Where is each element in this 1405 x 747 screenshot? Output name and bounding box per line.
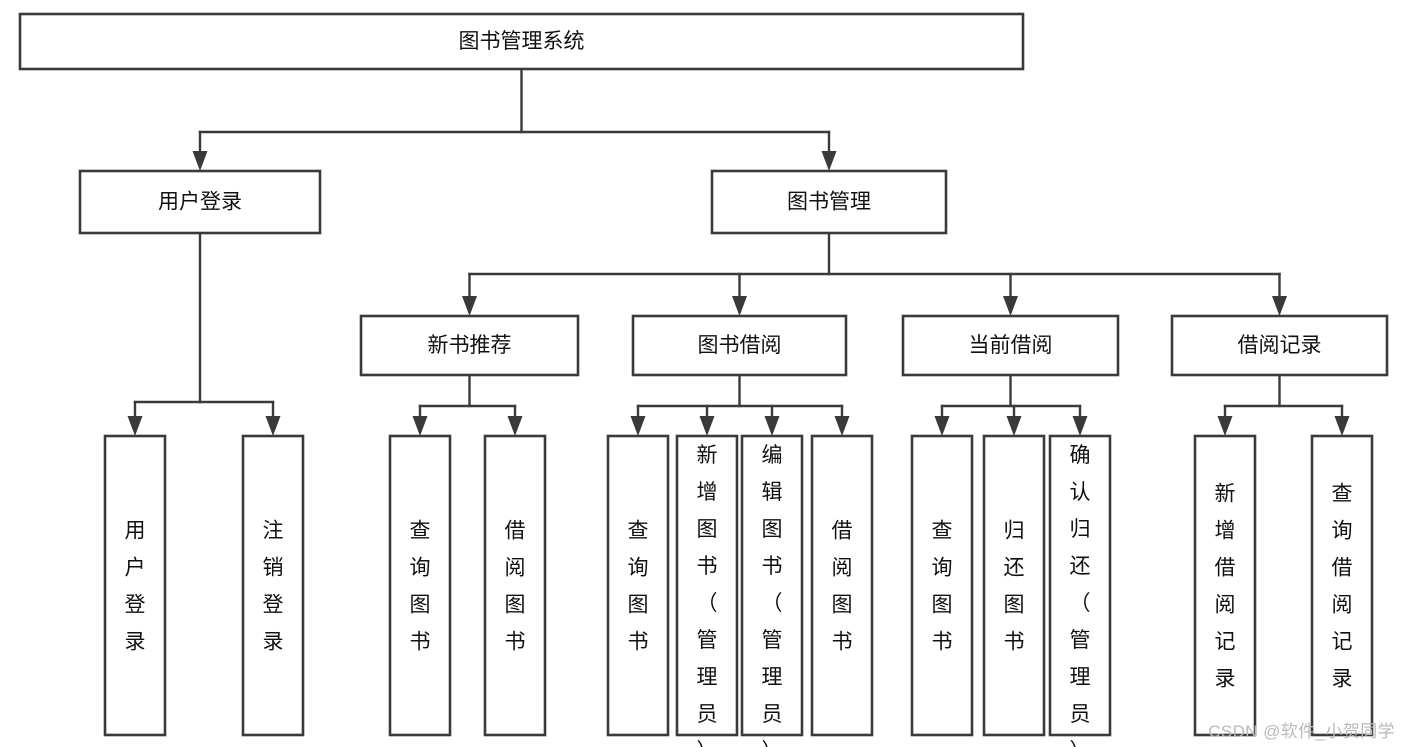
node-box[interactable] <box>103 434 167 737</box>
arrow-head-icon <box>834 416 850 436</box>
node-label: 新书推荐 <box>428 334 512 357</box>
node-box[interactable] <box>1048 434 1112 737</box>
arrow-head-icon <box>934 416 950 436</box>
node-label: 图书管理系统 <box>459 30 585 53</box>
node-label: 新增图书（管理员） <box>697 444 718 747</box>
node-leaf-return-book[interactable]: 归还图书 <box>982 434 1046 737</box>
arrow-head-icon <box>1006 416 1022 436</box>
node-current-borrow[interactable]: 当前借阅 <box>901 314 1120 377</box>
node-label: 归还图书 <box>1004 520 1025 654</box>
node-leaf-user-logout[interactable]: 注销登录 <box>241 434 305 737</box>
node-label: 查询图书 <box>932 520 953 654</box>
node-label: 查询借阅记录 <box>1332 483 1353 691</box>
node-leaf-add-book[interactable]: 新增图书（管理员） <box>675 434 739 747</box>
node-label: 借阅图书 <box>832 520 853 654</box>
node-box[interactable] <box>982 434 1046 737</box>
node-label: 确认归还（管理员） <box>1070 444 1091 747</box>
node-book-borrow[interactable]: 图书借阅 <box>631 314 848 377</box>
node-leaf-borrow-book-1[interactable]: 借阅图书 <box>483 434 547 737</box>
edge-group-book-borrow <box>630 373 850 436</box>
node-layer: 图书管理系统用户登录图书管理新书推荐图书借阅当前借阅借阅记录用户登录注销登录查询… <box>18 12 1389 747</box>
edge-group-book-manage <box>462 231 1287 316</box>
edge-group-current-borrow <box>934 373 1088 436</box>
node-leaf-add-record[interactable]: 新增借阅记录 <box>1193 434 1257 737</box>
node-label: 新增借阅记录 <box>1215 483 1236 691</box>
node-root[interactable]: 图书管理系统 <box>18 12 1025 71</box>
node-leaf-query-book-3[interactable]: 查询图书 <box>910 434 974 737</box>
arrow-head-icon <box>630 416 646 436</box>
node-user-login[interactable]: 用户登录 <box>78 169 322 235</box>
edge-group-new-book-rec <box>412 373 523 436</box>
arrow-head-icon <box>699 416 715 436</box>
node-label: 查询图书 <box>628 520 649 654</box>
node-box[interactable] <box>1170 314 1389 377</box>
node-box[interactable] <box>710 169 948 235</box>
node-label: 图书管理 <box>787 191 871 214</box>
edge-group-borrow-record <box>1217 373 1350 436</box>
edge-group-user-login <box>127 231 281 436</box>
node-box[interactable] <box>241 434 305 737</box>
arrow-head-icon <box>412 416 428 436</box>
arrow-head-icon <box>1072 416 1088 436</box>
arrow-head-icon <box>1003 296 1018 316</box>
node-box[interactable] <box>810 434 874 737</box>
node-box[interactable] <box>675 434 739 737</box>
node-leaf-borrow-book-2[interactable]: 借阅图书 <box>810 434 874 737</box>
node-box[interactable] <box>910 434 974 737</box>
node-box[interactable] <box>1193 434 1257 737</box>
connector-layer <box>127 67 1350 436</box>
node-box[interactable] <box>78 169 322 235</box>
node-book-manage[interactable]: 图书管理 <box>710 169 948 235</box>
node-label: 借阅图书 <box>505 520 526 654</box>
csdn-watermark: CSDN @软件_小贺同学 <box>1208 722 1395 741</box>
node-label: 编辑图书（管理员） <box>762 444 783 747</box>
arrow-head-icon <box>1334 416 1350 436</box>
node-label: 用户登录 <box>125 520 146 654</box>
node-leaf-user-login[interactable]: 用户登录 <box>103 434 167 737</box>
edge-group-root <box>192 67 837 171</box>
arrow-head-icon <box>192 151 208 171</box>
arrow-head-icon <box>1217 416 1233 436</box>
node-box[interactable] <box>18 12 1025 71</box>
node-new-book-rec[interactable]: 新书推荐 <box>359 314 580 377</box>
node-leaf-query-book-1[interactable]: 查询图书 <box>388 434 452 737</box>
arrow-head-icon <box>764 416 780 436</box>
arrow-head-icon <box>732 296 747 316</box>
arrow-head-icon <box>1272 296 1287 316</box>
node-borrow-record[interactable]: 借阅记录 <box>1170 314 1389 377</box>
node-box[interactable] <box>359 314 580 377</box>
arrow-head-icon <box>821 151 837 171</box>
node-box[interactable] <box>606 434 670 737</box>
arrow-head-icon <box>265 416 281 436</box>
node-leaf-edit-book[interactable]: 编辑图书（管理员） <box>740 434 804 747</box>
node-label: 当前借阅 <box>969 334 1053 357</box>
node-leaf-query-book-2[interactable]: 查询图书 <box>606 434 670 737</box>
node-box[interactable] <box>901 314 1120 377</box>
node-box[interactable] <box>740 434 804 737</box>
node-label: 借阅记录 <box>1238 334 1322 357</box>
node-label: 图书借阅 <box>698 334 782 357</box>
arrow-head-icon <box>462 296 477 316</box>
node-label: 注销登录 <box>263 520 284 654</box>
node-label: 用户登录 <box>158 191 242 214</box>
node-leaf-query-record[interactable]: 查询借阅记录 <box>1310 434 1374 737</box>
arrow-head-icon <box>507 416 523 436</box>
node-box[interactable] <box>631 314 848 377</box>
node-box[interactable] <box>483 434 547 737</box>
arrow-head-icon <box>127 416 143 436</box>
node-leaf-confirm-return[interactable]: 确认归还（管理员） <box>1048 434 1112 747</box>
node-box[interactable] <box>1310 434 1374 737</box>
node-box[interactable] <box>388 434 452 737</box>
node-label: 查询图书 <box>410 520 431 654</box>
